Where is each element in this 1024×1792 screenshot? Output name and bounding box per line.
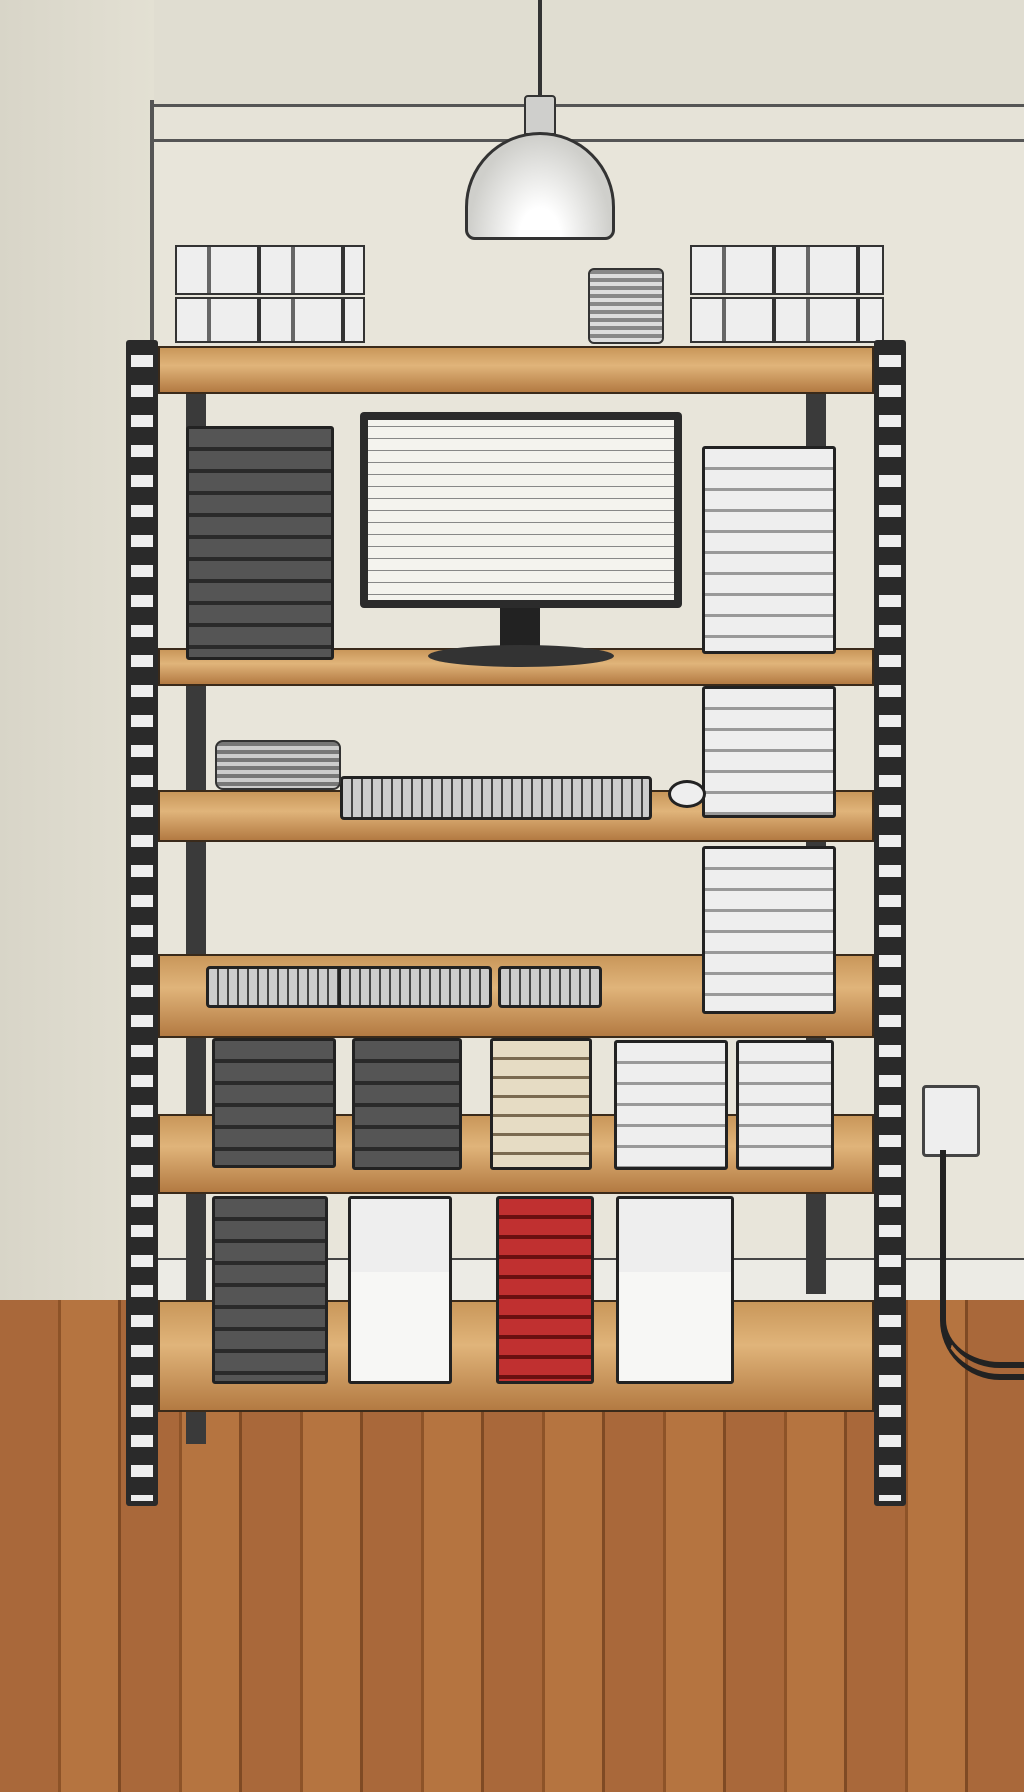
- ceiling: [0, 0, 1024, 108]
- server-box: [175, 297, 365, 343]
- computer-tower: [212, 1196, 328, 1384]
- monitor-base: [428, 645, 614, 667]
- mouse: [668, 780, 706, 808]
- computer-tower: [702, 846, 836, 1014]
- computer-tower: [186, 426, 334, 660]
- server-box: [690, 297, 884, 343]
- shelf-post-left: [126, 340, 158, 1506]
- lamp-cap: [524, 95, 556, 135]
- computer-tower: [212, 1038, 336, 1168]
- server-box: [175, 245, 365, 295]
- keyboard: [340, 776, 652, 820]
- lamp-cord: [538, 0, 542, 100]
- monitor-screen: [368, 420, 674, 600]
- computer-tower: [614, 1040, 728, 1170]
- keyboard: [206, 966, 346, 1008]
- power-outlet-icon: [922, 1085, 980, 1157]
- keyboard: [338, 966, 492, 1008]
- computer-tower: [352, 1038, 462, 1170]
- server-box: [690, 245, 884, 295]
- computer-tower: [616, 1196, 734, 1384]
- computer-tower-red: [496, 1196, 594, 1384]
- keyboard: [498, 966, 602, 1008]
- computer-tower: [702, 686, 836, 818]
- tape-stack: [588, 268, 664, 344]
- monitor: [360, 412, 682, 608]
- crown-molding: [154, 104, 1024, 142]
- shelf-1: [158, 346, 874, 394]
- monitor-stand: [500, 608, 540, 650]
- computer-tower: [736, 1040, 834, 1170]
- computer-tower: [348, 1196, 452, 1384]
- shelf-post-right: [874, 340, 906, 1506]
- computer-tower: [702, 446, 836, 654]
- cable-bundle: [215, 740, 341, 790]
- power-cable: [940, 1150, 1024, 1380]
- computer-tower: [490, 1038, 592, 1170]
